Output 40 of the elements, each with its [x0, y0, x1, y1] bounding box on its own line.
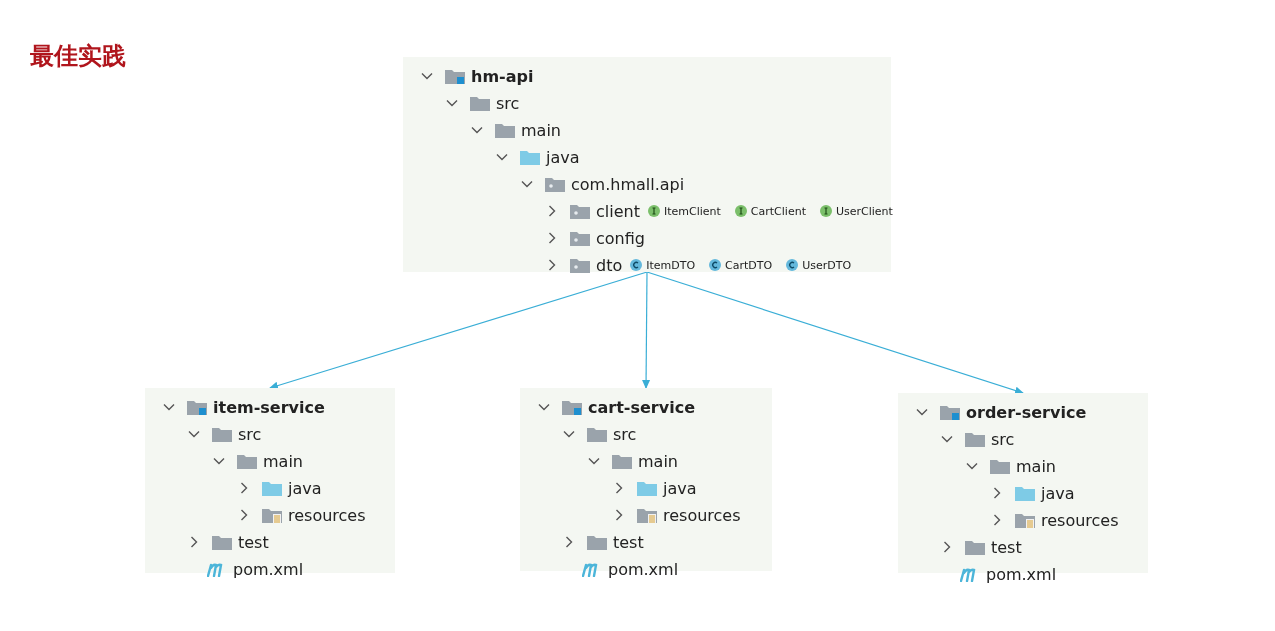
folder-name: config	[596, 228, 645, 248]
module-name: order-service	[966, 402, 1087, 422]
class-name: CartDTO	[725, 258, 773, 272]
folder-name: java	[546, 147, 580, 167]
folder-name: java	[663, 478, 697, 498]
project-tree-panel	[403, 57, 891, 272]
folder-name: java	[288, 478, 322, 498]
file-name: pom.xml	[986, 564, 1057, 584]
folder-name: src	[991, 429, 1015, 449]
folder-name: src	[496, 93, 520, 113]
module-name: hm-api	[471, 66, 534, 86]
class-name: ItemDTO	[646, 258, 696, 272]
arrow	[646, 271, 1024, 395]
module-name: cart-service	[588, 397, 695, 417]
arrow	[642, 271, 651, 389]
folder-name: src	[238, 424, 262, 444]
class-name: ItemClient	[663, 204, 721, 218]
file-name: pom.xml	[233, 559, 304, 579]
folder-name: com.hmall.api	[571, 174, 685, 194]
class-name: UserDTO	[802, 258, 852, 272]
file-name: pom.xml	[608, 559, 679, 579]
class-name: UserClient	[835, 204, 893, 218]
slide-title: 最佳实践	[30, 41, 126, 72]
folder-name: test	[613, 532, 644, 552]
class-name: CartClient	[750, 204, 806, 218]
folder-name: resources	[288, 505, 366, 525]
folder-name: main	[638, 451, 678, 471]
folder-name: main	[263, 451, 303, 471]
arrow	[269, 271, 648, 390]
folder-name: client	[596, 201, 640, 221]
folder-name: test	[991, 537, 1022, 557]
folder-name: resources	[1041, 510, 1119, 530]
folder-name: dto	[596, 255, 623, 275]
folder-name: test	[238, 532, 269, 552]
folder-name: java	[1041, 483, 1075, 503]
folder-name: main	[1016, 456, 1056, 476]
module-name: item-service	[213, 397, 325, 417]
folder-name: main	[521, 120, 561, 140]
folder-name: src	[613, 424, 637, 444]
folder-name: resources	[663, 505, 741, 525]
